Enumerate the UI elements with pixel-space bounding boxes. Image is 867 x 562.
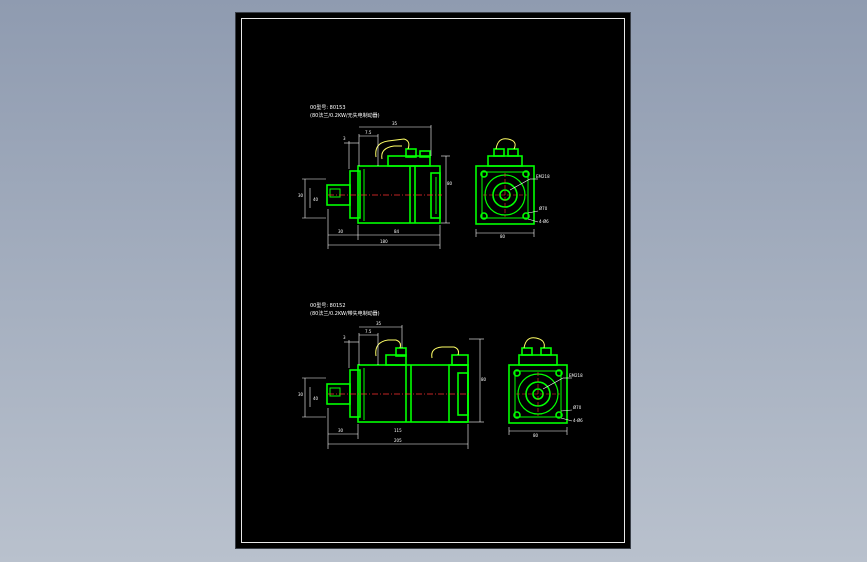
motor-body <box>357 364 469 423</box>
front-inner <box>481 171 529 219</box>
dim-bottom2: 84 <box>394 229 400 234</box>
dim-total: 205 <box>394 438 402 443</box>
front-connector <box>518 354 558 366</box>
drawing-1: 00型号: 80153 (80法兰/0.2KW/无失电制动器) <box>298 104 550 249</box>
connector-plug <box>395 347 407 357</box>
bolt-hole <box>555 369 563 377</box>
dimension-lines <box>302 325 484 449</box>
side-bolt: Ø70 <box>539 206 548 211</box>
front-plug <box>507 148 519 157</box>
front-cable <box>495 138 516 150</box>
drawing-1-subtitle: (80法兰/0.2KW/无失电制动器) <box>310 112 380 119</box>
bolt-hole <box>555 411 563 419</box>
dim-top3: 35 <box>392 121 398 126</box>
dim-left2: 40 <box>313 197 319 202</box>
drawing-2-title: 00型号: 80152 <box>310 302 346 309</box>
cable-wire <box>381 145 402 160</box>
bolt-hole <box>480 170 488 178</box>
dim-bottom2: 115 <box>394 428 402 433</box>
sheet-border <box>241 18 625 543</box>
bolt-hole <box>480 212 488 220</box>
front-plug <box>540 347 552 356</box>
bolt-hole <box>522 212 530 220</box>
dim-top2: 7.5 <box>365 130 372 135</box>
connector-plug <box>419 150 431 158</box>
cable-wire <box>375 138 410 158</box>
connector-block <box>387 155 431 167</box>
shaft-key <box>329 188 341 198</box>
cable-wire <box>375 339 401 357</box>
drawing-2-subtitle: (80法兰/0.2KW/带失电制动器) <box>310 310 380 317</box>
side-label: EM218 <box>536 174 550 179</box>
dim-total: 180 <box>380 239 388 244</box>
side-hole: 4-Ø6 <box>573 418 583 423</box>
bolt-hole <box>513 369 521 377</box>
motor-side-view <box>326 347 469 423</box>
cad-canvas: 00型号: 80153 (80法兰/0.2KW/无失电制动器) <box>298 104 583 449</box>
front-cable <box>523 337 545 349</box>
bolt-hole <box>522 170 530 178</box>
dim-left1: 30 <box>298 392 304 397</box>
side-label: EM218 <box>569 373 583 378</box>
drawing-sheet: 00型号: 80153 (80法兰/0.2KW/无失电制动器) <box>236 13 630 548</box>
drawing-2: 00型号: 80152 (80法兰/0.2KW/带失电制动器) <box>298 302 583 449</box>
front-plug <box>521 347 533 356</box>
drawing-1-title: 00型号: 80153 <box>310 104 346 111</box>
side-hole: 4-Ø6 <box>539 219 549 224</box>
motor-endcap <box>430 172 441 219</box>
motor-body <box>357 165 441 224</box>
front-dimension-lines <box>475 178 539 237</box>
front-plug <box>493 148 505 157</box>
dim-height: 80 <box>447 181 453 186</box>
dim-bottom1: 30 <box>338 229 344 234</box>
side-width: 80 <box>533 433 539 438</box>
dimension-lines <box>302 125 450 249</box>
connector-plug <box>405 148 417 158</box>
dim-left1: 30 <box>298 193 304 198</box>
shaft-key <box>329 387 341 397</box>
brake-connector <box>451 354 469 366</box>
front-inner <box>514 370 562 418</box>
dim-bottom1: 30 <box>338 428 344 433</box>
brake-cable <box>431 346 459 359</box>
dim-top3: 35 <box>376 321 382 326</box>
dim-height: 80 <box>481 377 487 382</box>
front-dimension-lines <box>508 377 573 435</box>
dim-top2: 7.5 <box>365 329 372 334</box>
dim-top1: 3 <box>343 335 346 340</box>
dim-top1: 3 <box>343 136 346 141</box>
motor-side-view <box>326 148 441 224</box>
dim-left2: 40 <box>313 396 319 401</box>
side-bolt: Ø70 <box>573 405 582 410</box>
side-width: 80 <box>500 234 506 239</box>
bolt-hole <box>513 411 521 419</box>
front-connector <box>487 155 523 167</box>
